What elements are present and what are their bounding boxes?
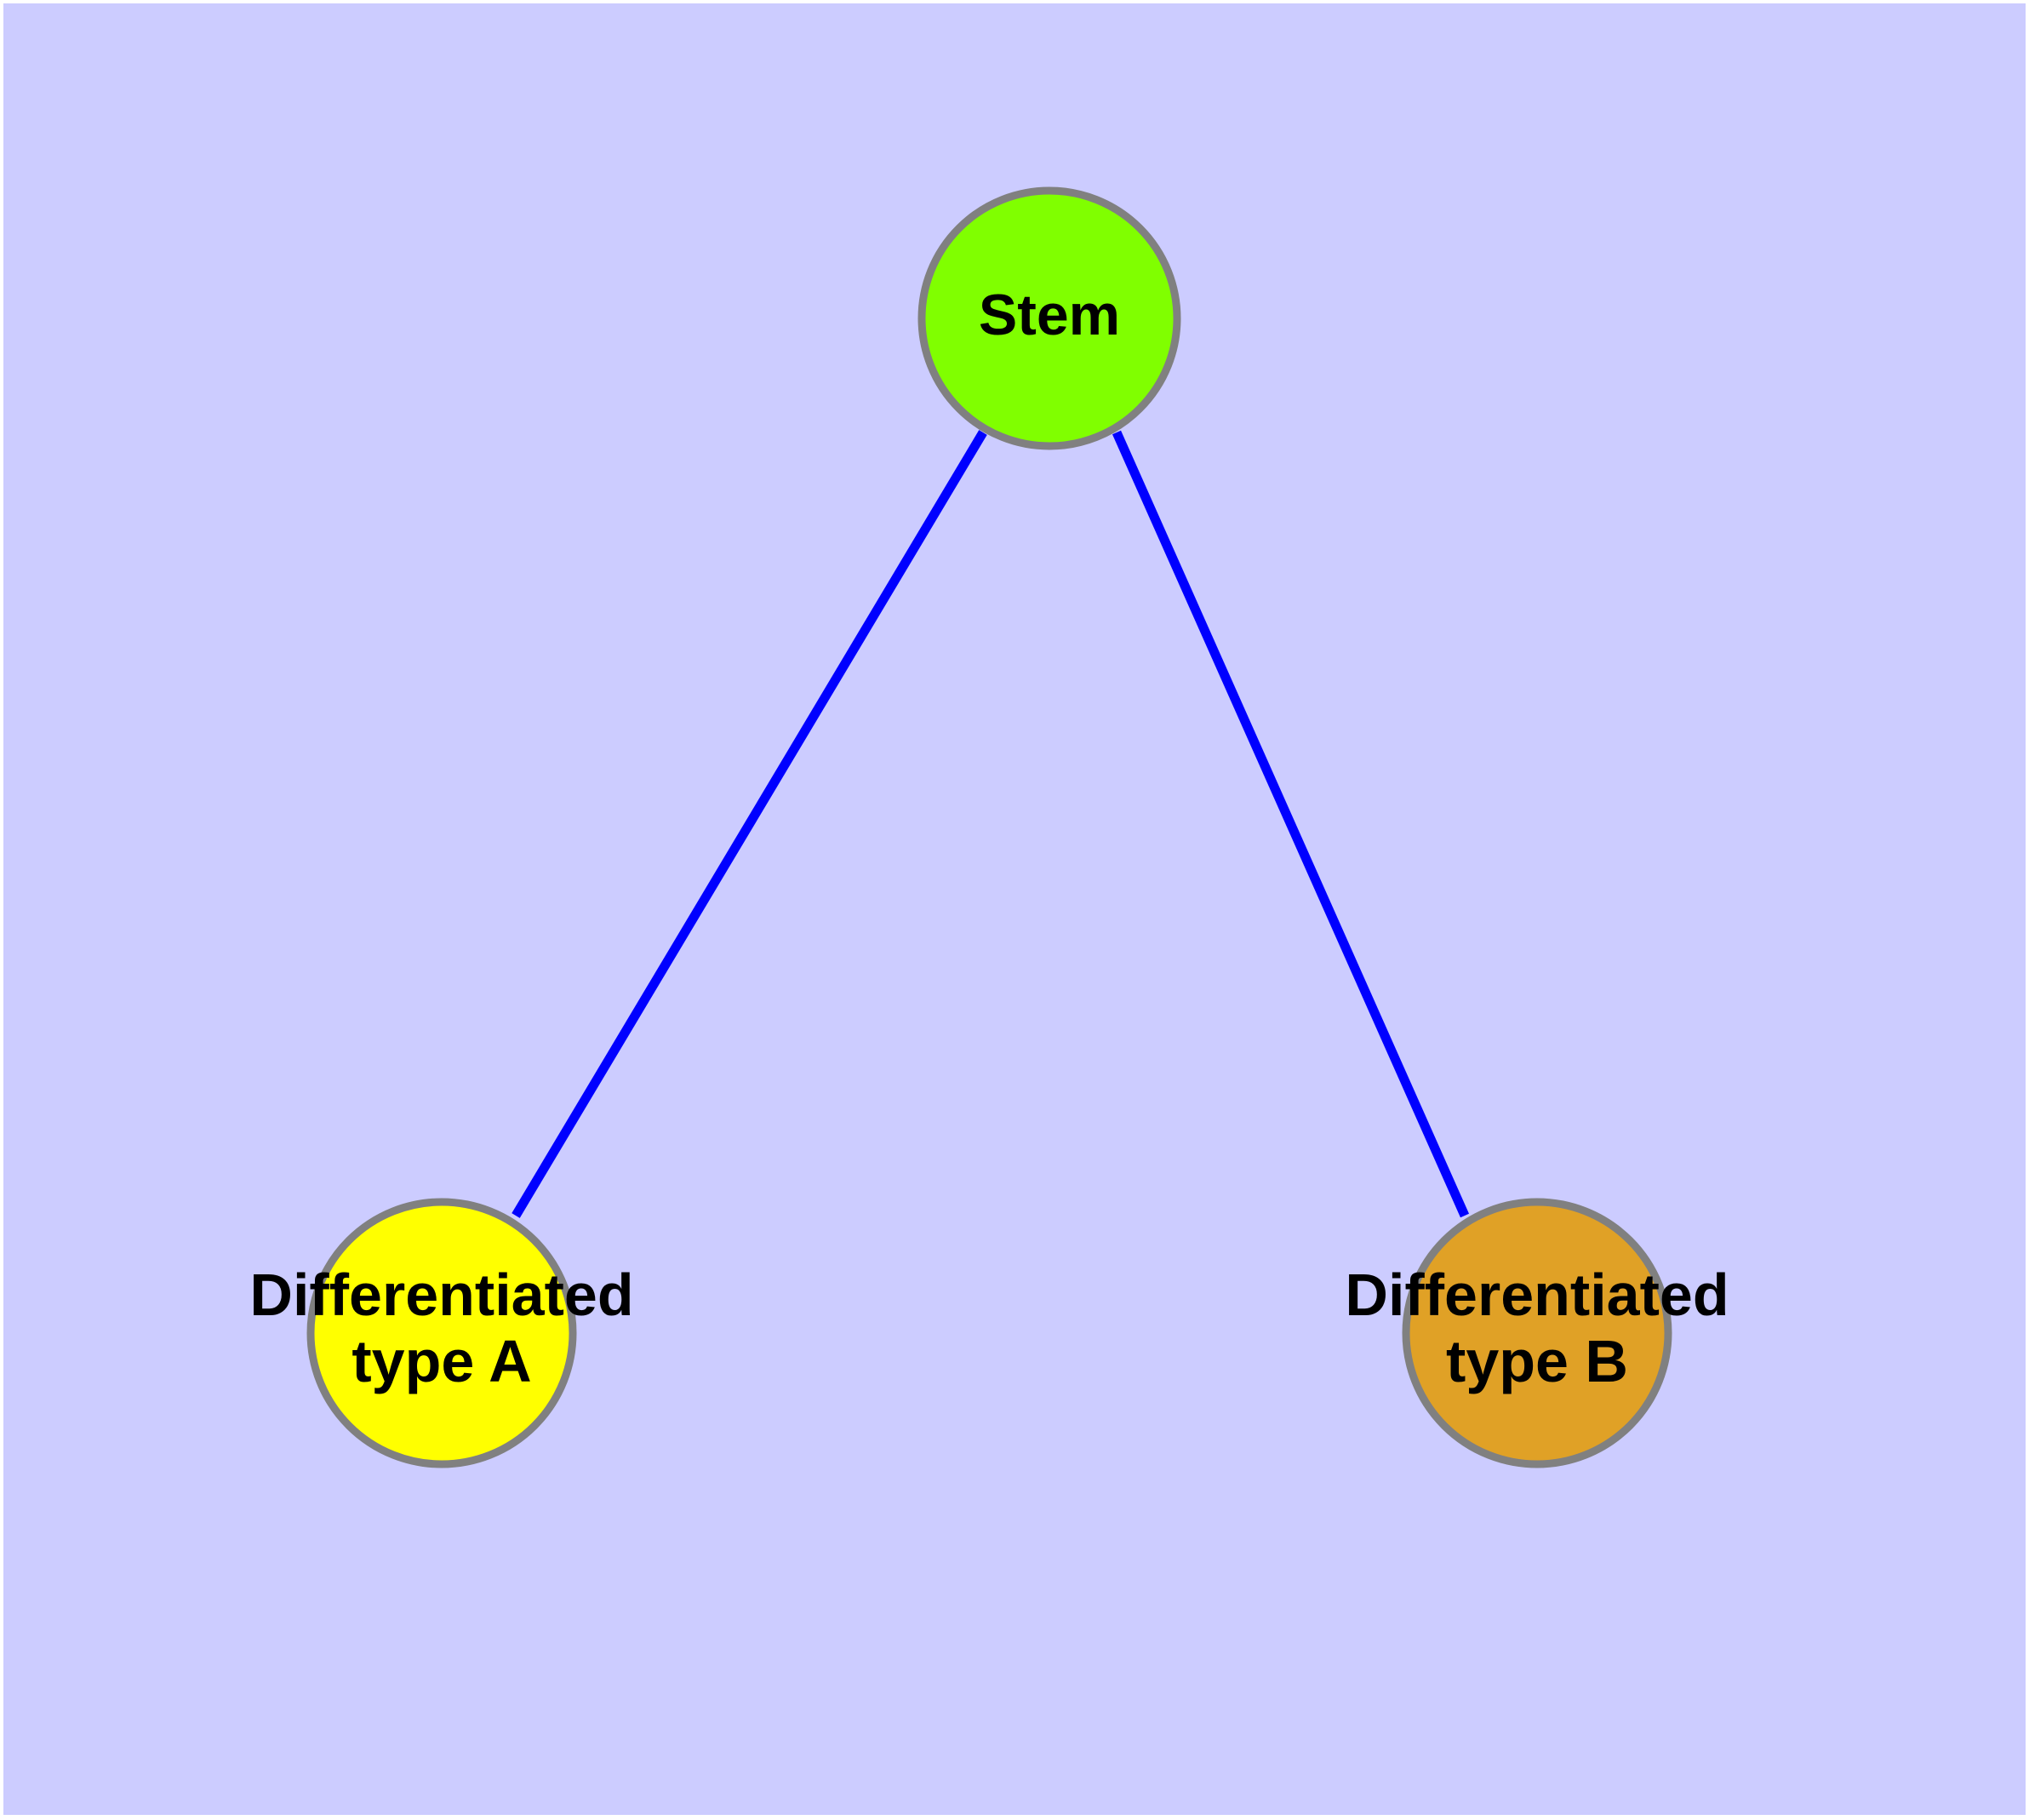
node-differentiated-type-b[interactable]	[1402, 1198, 1672, 1468]
node-differentiated-type-a[interactable]	[306, 1198, 577, 1468]
edge-stem-to-diff-b[interactable]	[1112, 430, 1470, 1218]
node-stem[interactable]	[917, 186, 1181, 450]
edge-stem-to-diff-a[interactable]	[512, 430, 987, 1218]
